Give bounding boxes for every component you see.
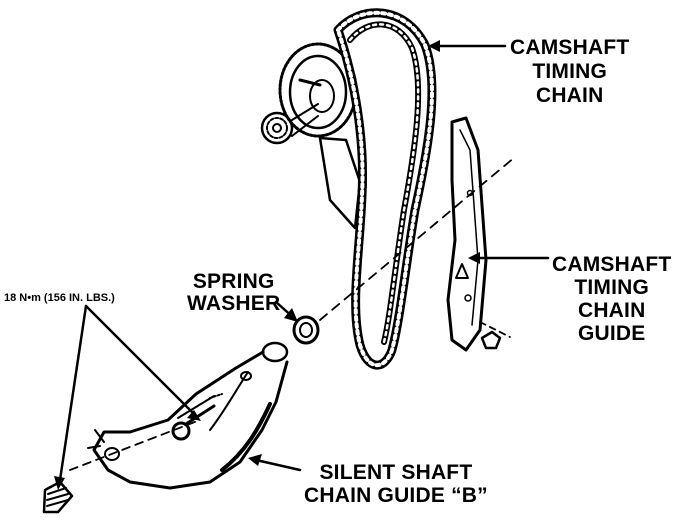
small-gear — [260, 103, 319, 145]
label-torque-spec: 18 N•m (156 IN. LBS.) — [4, 292, 115, 304]
alignment-line — [319, 156, 516, 321]
arrowheads — [54, 40, 480, 490]
alignment-line — [69, 419, 201, 471]
camshaft-shield — [318, 136, 362, 230]
label-camshaft-timing-chain-guide: CAMSHAFT TIMING CHAIN GUIDE — [552, 253, 672, 346]
camshaft-timing-chain-guide — [446, 116, 502, 352]
leader-lines — [58, 44, 550, 482]
label-silent-shaft-chain-guide-b: SILENT SHAFT CHAIN GUIDE “B” — [304, 461, 488, 508]
alignment-line — [479, 321, 511, 338]
silent-shaft-chain-guide-b — [87, 341, 289, 490]
label-camshaft-timing-chain: CAMSHAFT TIMING CHAIN — [510, 36, 630, 108]
camshaft-timing-chain — [333, 8, 437, 370]
guide-bolt — [171, 393, 223, 441]
label-spring-washer: SPRING WASHER — [187, 270, 281, 316]
spring-washer — [292, 315, 320, 345]
